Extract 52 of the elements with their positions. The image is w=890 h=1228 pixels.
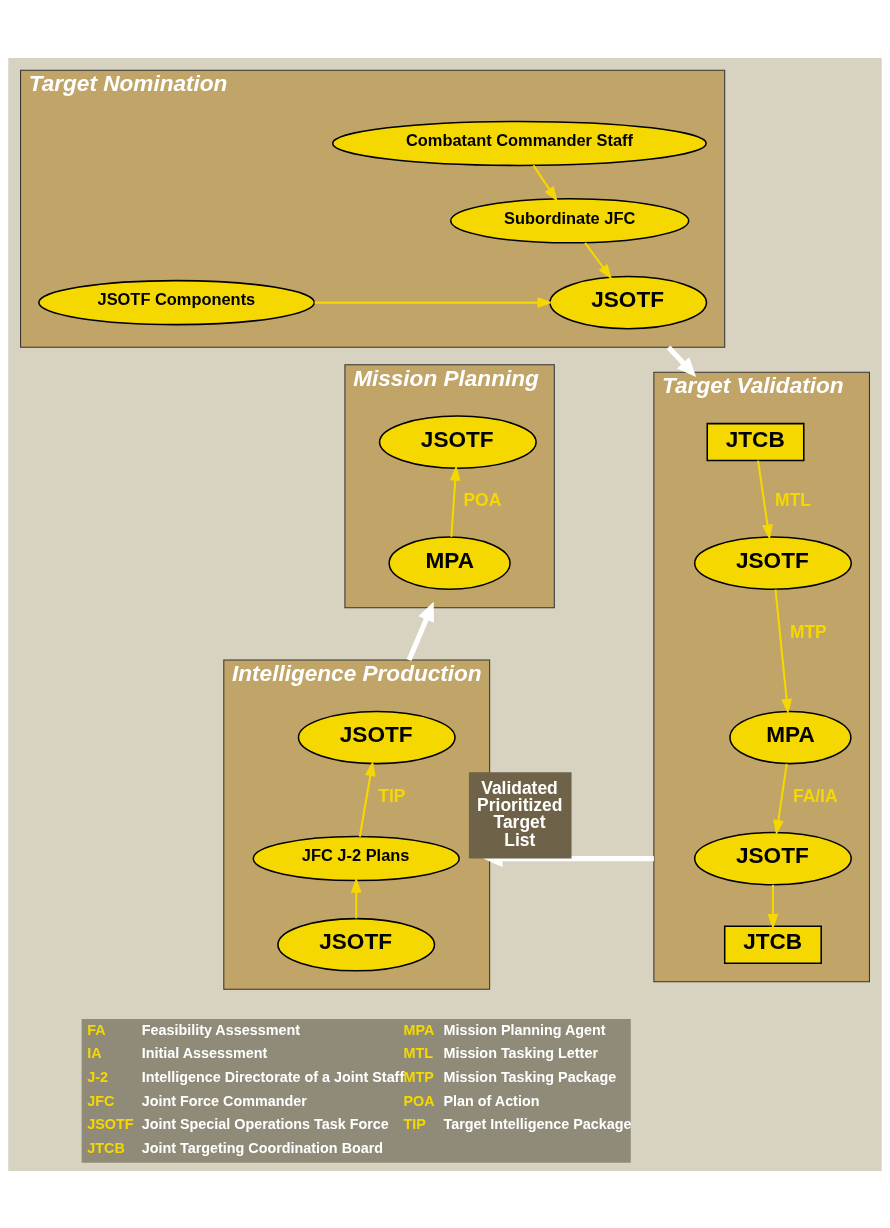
label: Mission Tasking Letter (443, 1044, 598, 1061)
node-ellipse: JSOTF (693, 535, 852, 590)
node-ellipse: MPA (729, 710, 852, 764)
label: Intelligence Directorate of a Joint Staff (141, 1068, 405, 1085)
node-ellipse: Combatant Commander Staff (331, 120, 707, 166)
label: MPA (403, 1021, 435, 1038)
node-ellipse: MPA (388, 535, 511, 590)
node-ellipse: JSOTF (549, 275, 708, 329)
label: POA (403, 1092, 435, 1109)
label: Mission Planning Agent (443, 1021, 606, 1038)
edge-label: TIP (378, 785, 406, 806)
node-ellipse: JSOTF Components (38, 279, 316, 325)
node-ellipse: JSOTF (378, 414, 537, 469)
label: Joint Targeting Coordination Board (141, 1139, 384, 1156)
arrow (532, 164, 558, 202)
label: Joint Special Operations Task Force (141, 1115, 389, 1132)
node-ellipse: JSOTF (277, 917, 436, 972)
arrow (350, 876, 362, 918)
edge-label: FA/IA (792, 785, 838, 806)
arrow (406, 601, 434, 661)
label: Feasibility Assessment (141, 1021, 300, 1038)
label: JFC (87, 1092, 115, 1109)
arrow (774, 589, 792, 714)
label: J-2 (87, 1068, 109, 1085)
label: Mission Tasking Package (443, 1068, 617, 1085)
label: Joint Force Commander (141, 1092, 307, 1109)
label: MTL (403, 1044, 433, 1061)
label: JSOTF (87, 1115, 134, 1132)
arrow (666, 344, 697, 377)
edge-label: MTL (775, 489, 811, 510)
edge-label: POA (463, 489, 502, 510)
node-ellipse: JSOTF (297, 710, 456, 764)
node-ellipse: JSOTF (693, 831, 852, 885)
label: FA (87, 1021, 106, 1038)
label: JTCB (87, 1139, 125, 1156)
arrow (358, 760, 376, 837)
arrow (773, 763, 788, 835)
arrow (757, 460, 773, 540)
node-box: JTCB (723, 924, 822, 964)
label: Target Intelligence Package (443, 1115, 632, 1132)
label: TIP (403, 1115, 426, 1132)
arrow (314, 296, 553, 308)
label: Plan of Action (443, 1092, 540, 1109)
node-box: JTCB (706, 422, 805, 461)
node-ellipse: JFC J-2 Plans (252, 835, 460, 881)
label: IA (87, 1044, 102, 1061)
arrow (767, 884, 779, 929)
label: Initial Assessment (141, 1044, 268, 1061)
edge-label: MTP (789, 621, 827, 642)
arrow (584, 241, 613, 280)
node-ellipse: Subordinate JFC (449, 197, 690, 244)
arrow (449, 464, 461, 537)
